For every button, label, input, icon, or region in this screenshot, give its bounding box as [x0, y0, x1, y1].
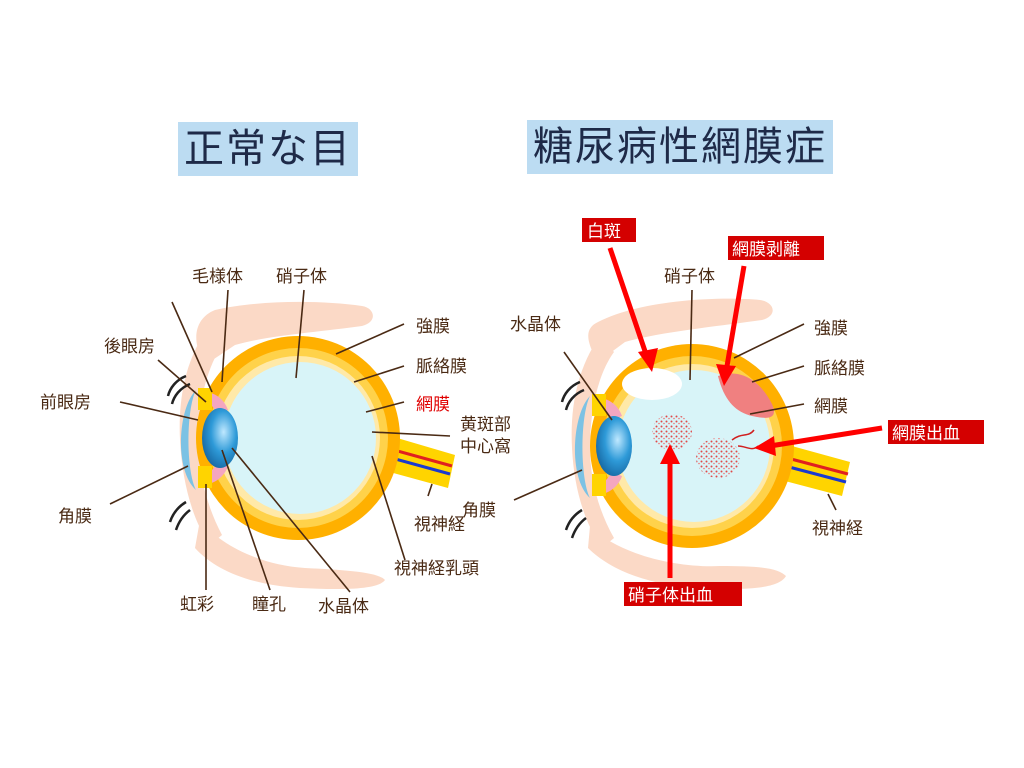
label-sclera: 強膜	[814, 319, 848, 339]
arrowhead-retinal-hemorrhage	[754, 436, 776, 456]
label-choroid: 脈絡膜	[416, 357, 467, 377]
label-iris: 虹彩	[180, 595, 214, 615]
vitreous-hemorrhage-area	[652, 414, 692, 450]
label-retina: 網膜	[814, 397, 848, 417]
label-ciliary-body: 毛様体	[192, 267, 243, 287]
label-vitreous: 硝子体	[664, 267, 715, 287]
label-cornea: 角膜	[462, 501, 496, 521]
label-optic-nerve: 視神経	[414, 515, 465, 535]
lower-eyelash	[168, 500, 191, 531]
diabetic-eye-pointers	[513, 289, 837, 511]
arrowhead-vitreous-hemorrhage	[660, 444, 680, 464]
callout-retinal-detachment-text: 網膜剥離	[732, 240, 800, 260]
label-macula: 黄斑部	[460, 415, 511, 435]
label-lens: 水晶体	[510, 315, 561, 335]
lower-eyelash	[564, 508, 587, 539]
retinal-hemorrhage-area	[696, 438, 740, 478]
iris-lower	[198, 466, 212, 488]
label-fovea: 中心窩	[460, 437, 511, 457]
callout-vitreous-hemorrhage-text: 硝子体出血	[628, 586, 713, 606]
callout-white-spot-text: 白斑	[587, 222, 621, 242]
normal-eye-pointers	[109, 289, 451, 593]
vitreous-body	[618, 370, 770, 522]
label-posterior-chamber: 後眼房	[104, 337, 155, 357]
title-normal-eye: 正常な目	[178, 122, 358, 176]
label-cornea: 角膜	[58, 507, 92, 527]
label-lens: 水晶体	[318, 597, 369, 617]
label-retina: 網膜	[416, 395, 450, 415]
normal-eye-diagram: 毛様体 硝子体 後眼房 前眼房 強膜 脈絡膜 網膜 黄斑部 中心窩 角膜 視神経…	[40, 267, 511, 617]
lower-eyelid	[588, 526, 786, 589]
retinal-detachment-area	[718, 373, 774, 418]
lower-eyelid	[195, 520, 385, 590]
upper-eyelash	[560, 380, 585, 411]
white-spot-exudate	[622, 368, 682, 400]
arrow-retinal-hemorrhage	[769, 425, 883, 449]
cornea-shape	[574, 396, 590, 498]
label-sclera: 強膜	[416, 317, 450, 337]
label-vitreous: 硝子体	[276, 267, 327, 287]
callout-white-spot: 白斑	[582, 218, 636, 242]
lens-shape	[202, 408, 238, 468]
lens-shape	[596, 416, 632, 476]
callout-retinal-hemorrhage: 網膜出血	[888, 420, 984, 444]
title-diabetic-retinopathy: 糖尿病性網膜症	[527, 120, 833, 174]
eyelid-skin-front	[179, 328, 222, 545]
iris-upper	[592, 394, 606, 416]
callout-retinal-detachment: 網膜剥離	[728, 236, 824, 260]
diabetic-eye-diagram: 水晶体 硝子体 強膜 脈絡膜 網膜 角膜 視神経 白斑 網膜剥離 網膜出血 硝子…	[462, 218, 984, 606]
label-optic-nerve: 視神経	[812, 519, 863, 539]
vitreous-body	[224, 362, 376, 514]
label-anterior-chamber: 前眼房	[40, 393, 91, 413]
iris-upper	[198, 388, 212, 410]
arrowhead-white-spot	[638, 348, 658, 372]
eyelid-skin-front	[571, 336, 614, 548]
label-optic-disc: 視神経乳頭	[394, 559, 479, 579]
upper-eyelid	[196, 301, 373, 365]
callout-retinal-hemorrhage-text: 網膜出血	[892, 424, 960, 444]
cornea-shape	[180, 390, 196, 490]
arrow-retinal-detachment	[723, 265, 747, 373]
iris-lower	[592, 474, 606, 496]
arrowhead-retinal-detachment	[716, 364, 736, 386]
callout-vitreous-hemorrhage: 硝子体出血	[624, 582, 742, 606]
arrow-white-spot	[607, 247, 651, 361]
label-pupil: 瞳孔	[252, 595, 286, 615]
label-choroid: 脈絡膜	[814, 359, 865, 379]
